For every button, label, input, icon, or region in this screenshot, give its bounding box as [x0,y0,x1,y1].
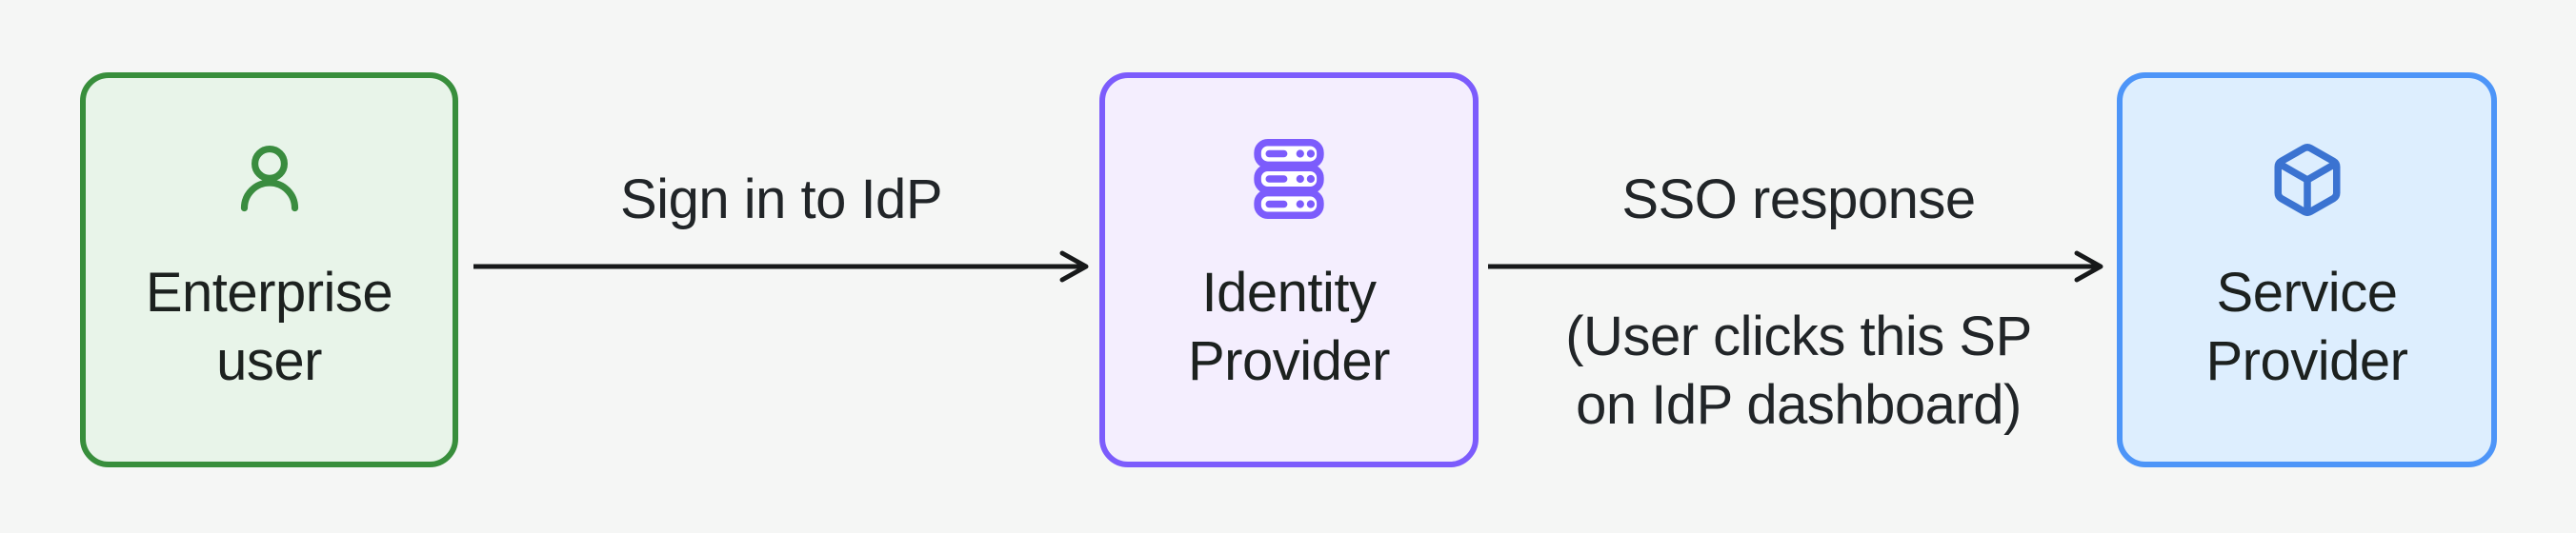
node-label-line: Enterprise [145,262,393,324]
node-label-service-provider: Service Provider [2123,259,2491,396]
arrow-idp-to-sp [1488,238,2107,295]
node-label-line: Service [2216,262,2398,324]
edge-label-sign-in-to-idp: Sign in to IdP [620,168,943,230]
node-label-enterprise-user: Enterprise user [86,259,453,396]
node-service-provider: Service Provider [2117,72,2497,467]
node-enterprise-user: Enterprise user [80,72,458,467]
server-icon [1248,137,1330,221]
node-label-identity-provider: Identity Provider [1105,259,1473,396]
arrow-user-to-idp [473,238,1093,295]
box-icon [2268,141,2346,219]
user-icon [229,137,311,219]
edge-label-sso-response: SSO response [1621,168,1976,230]
node-label-line: user [216,330,322,392]
node-label-line: Provider [2205,330,2408,392]
edge-sublabel-line: (User clicks this SP [1565,306,2032,367]
node-label-line: Provider [1188,330,1390,392]
edge-sublabel-line: on IdP dashboard) [1576,374,2022,436]
node-identity-provider: Identity Provider [1099,72,1479,467]
edge-sublabel-sso-response: (User clicks this SP on IdP dashboard) [1565,303,2032,440]
node-label-line: Identity [1201,262,1378,324]
